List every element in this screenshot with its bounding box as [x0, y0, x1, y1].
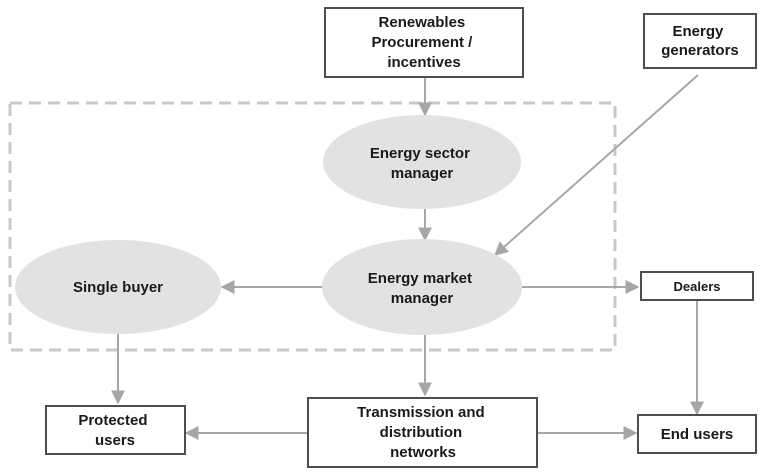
node-end-users: End users	[637, 414, 757, 454]
sector-manager-shape	[323, 115, 521, 209]
market-manager-shape	[322, 239, 522, 335]
generators-label: Energy generators	[661, 23, 739, 59]
node-generators: Energy generators	[643, 13, 757, 69]
node-protected-users: Protected users	[45, 405, 186, 455]
node-market-manager: Energy market manager	[322, 239, 522, 335]
node-tnd: Transmission and distribution networks	[307, 397, 538, 468]
node-single-buyer: Single buyer	[15, 240, 221, 334]
arrow-generators-to-market-manager	[493, 74, 699, 256]
market-manager-label: Energy market manager	[368, 270, 476, 307]
node-renewables: Renewables Procurement / incentives	[324, 7, 524, 78]
renewables-box	[324, 7, 524, 78]
node-sector-manager: Energy sector manager	[323, 115, 521, 209]
node-dealers: Dealers	[640, 271, 754, 301]
protected-users-box	[45, 405, 186, 455]
single-buyer-shape	[15, 240, 221, 334]
dealers-box	[640, 271, 754, 301]
tnd-box	[307, 397, 538, 468]
tnd-label: Transmission and distribution networks	[357, 404, 489, 461]
end-users-box	[637, 414, 757, 454]
renewables-label: Renewables Procurement / incentives	[371, 14, 476, 71]
sector-manager-label: Energy sector manager	[370, 145, 474, 182]
connectors	[111, 74, 704, 440]
market-boundary-dashed	[8, 101, 617, 352]
dealers-label: Dealers	[674, 279, 721, 294]
protected-users-label: Protected users	[78, 412, 151, 449]
generators-box	[643, 13, 757, 69]
single-buyer-label: Single buyer	[73, 279, 163, 296]
end-users-label: End users	[661, 426, 734, 443]
